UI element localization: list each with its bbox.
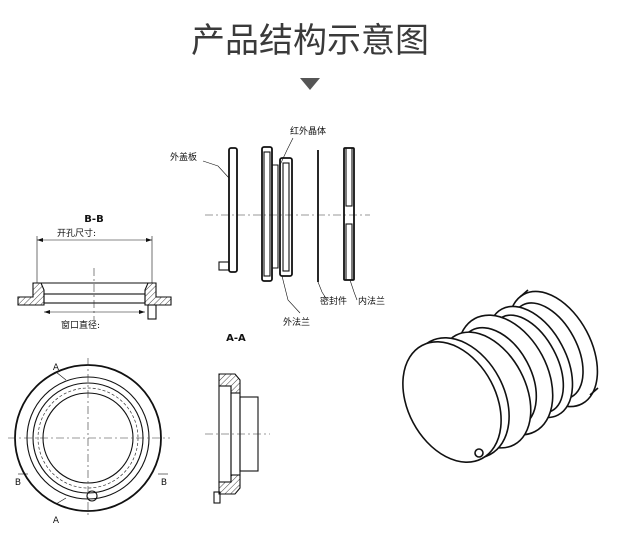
outer-flange-part: [261, 146, 279, 282]
label-inner-flange: 内法兰: [358, 295, 385, 307]
section-aa-title: A-A: [226, 333, 246, 344]
axis-mark-b-right: B: [161, 478, 167, 488]
axis-mark-a-top: A: [53, 363, 60, 373]
page-title: 产品结构示意图: [191, 21, 429, 61]
section-bb-view: B-B 开孔尺寸: 窗口直径:: [17, 214, 172, 331]
label-seal: 密封件: [320, 295, 347, 307]
inner-flange-part: [343, 147, 355, 281]
iso-outer-cover: [402, 337, 510, 463]
axis-mark-b-left: B: [15, 478, 21, 488]
isometric-view: [402, 289, 599, 463]
front-view: A A B B: [8, 358, 170, 526]
label-ir-crystal: 红外晶体: [290, 125, 326, 137]
label-window-diameter: 窗口直径:: [61, 319, 100, 331]
label-opening-size: 开孔尺寸:: [57, 227, 96, 239]
label-outer-cover: 外盖板: [170, 151, 197, 163]
ir-crystal-part: [279, 157, 293, 277]
chevron-down-icon: [300, 78, 320, 90]
section-bb-title: B-B: [84, 214, 103, 225]
outer-cover-plate: [218, 147, 238, 273]
section-aa-view: A-A: [205, 333, 270, 504]
axis-mark-a-bottom: A: [53, 516, 60, 526]
exploded-view: 外盖板 红外晶体 外法兰 密封件 内法兰: [170, 125, 385, 328]
label-outer-flange: 外法兰: [283, 316, 310, 328]
